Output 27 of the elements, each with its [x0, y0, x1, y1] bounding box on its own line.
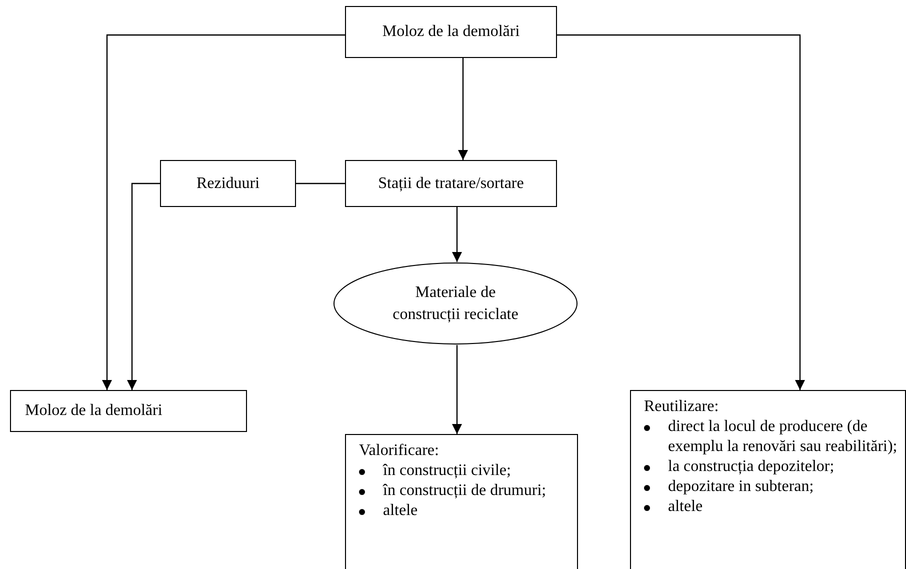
list-item: direct la locul de producere (de exemplu la renovări sau reabilitări); [668, 417, 898, 457]
list-item: în construcții de drumuri; [383, 481, 546, 501]
destination-box [630, 390, 906, 569]
list-item: în construcții civile; [383, 461, 511, 481]
node-label: Stații de tratare/sortare [378, 174, 524, 194]
arrow [557, 34, 805, 390]
arrow [452, 207, 462, 262]
destination-box [345, 434, 578, 569]
list-item: altele [383, 501, 418, 521]
node-label: Moloz de la demolări [25, 401, 162, 421]
arrow [458, 58, 468, 160]
output-ellipse [333, 262, 578, 345]
source-box [345, 6, 557, 58]
list-item: depozitare in subteran; [668, 477, 814, 497]
list-item: altele [668, 497, 703, 517]
node-label: Materiale de construcții reciclate [392, 282, 520, 324]
arrow [127, 182, 160, 390]
arrow [452, 345, 462, 434]
process-box [345, 160, 557, 207]
list-heading: Valorificare: [359, 441, 440, 461]
process-box [160, 160, 296, 207]
destination-box [10, 390, 247, 432]
node-label: Moloz de la demolări [382, 22, 520, 42]
list-heading: Reutilizare: [644, 397, 720, 417]
list-item: la construcția depozitelor; [668, 457, 834, 477]
node-label: Reziduuri [196, 174, 260, 194]
arrow [102, 34, 345, 390]
